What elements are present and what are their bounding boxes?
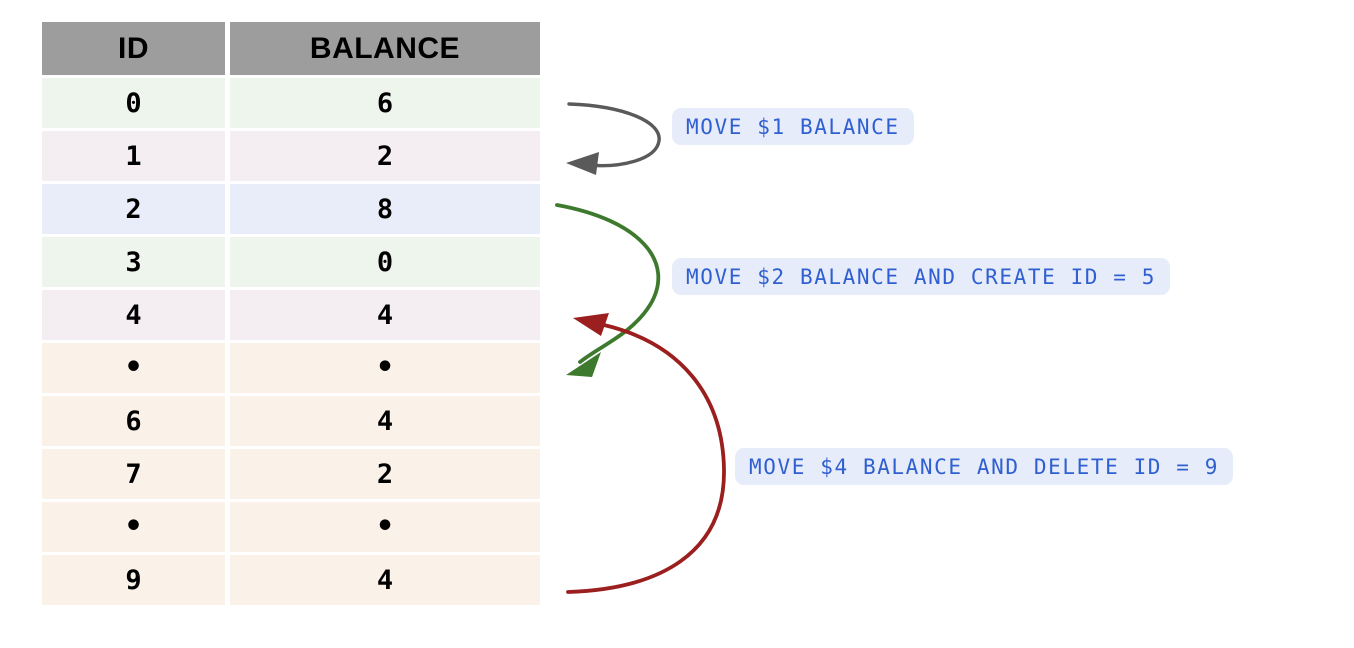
move-1-arrow-icon	[566, 102, 661, 175]
cell-balance: 2	[230, 131, 540, 181]
cell-id-ellipsis: •	[42, 502, 225, 552]
table-row-ellipsis: • •	[42, 343, 540, 393]
annotation-label-move-1: MOVE $1 BALANCE	[672, 108, 914, 145]
cell-balance: 4	[230, 555, 540, 605]
cell-id: 3	[42, 237, 225, 287]
table-row: 0 6	[42, 78, 540, 128]
move-2-arrow-icon	[555, 203, 661, 377]
cell-balance: 8	[230, 184, 540, 234]
cell-balance: 0	[230, 237, 540, 287]
cell-id: 1	[42, 131, 225, 181]
cell-id: 6	[42, 396, 225, 446]
table-row: 4 4	[42, 290, 540, 340]
cell-id: 0	[42, 78, 225, 128]
table-row: 7 2	[42, 449, 540, 499]
cell-balance: 4	[230, 290, 540, 340]
cell-balance: 6	[230, 78, 540, 128]
cell-id: 7	[42, 449, 225, 499]
cell-balance-ellipsis: •	[230, 502, 540, 552]
cell-balance: 2	[230, 449, 540, 499]
cell-balance: 4	[230, 396, 540, 446]
annotation-label-move-2: MOVE $2 BALANCE AND CREATE ID = 5	[672, 258, 1171, 295]
column-header-balance: BALANCE	[230, 22, 540, 75]
annotation-label-move-4: MOVE $4 BALANCE AND DELETE ID = 9	[735, 448, 1234, 485]
table-row-ellipsis: • •	[42, 502, 540, 552]
table-row: 6 4	[42, 396, 540, 446]
balance-table: ID BALANCE 0 6 1 2 2 8 3 0 4 4 • • 6	[42, 22, 540, 608]
table-row: 9 4	[42, 555, 540, 605]
table-header-row: ID BALANCE	[42, 22, 540, 75]
column-header-id: ID	[42, 22, 225, 75]
cell-id: 4	[42, 290, 225, 340]
cell-id: 9	[42, 555, 225, 605]
move-4-arrow-icon	[566, 313, 726, 594]
table-row: 2 8	[42, 184, 540, 234]
table-row: 1 2	[42, 131, 540, 181]
cell-balance-ellipsis: •	[230, 343, 540, 393]
cell-id-ellipsis: •	[42, 343, 225, 393]
cell-id: 2	[42, 184, 225, 234]
table-row: 3 0	[42, 237, 540, 287]
